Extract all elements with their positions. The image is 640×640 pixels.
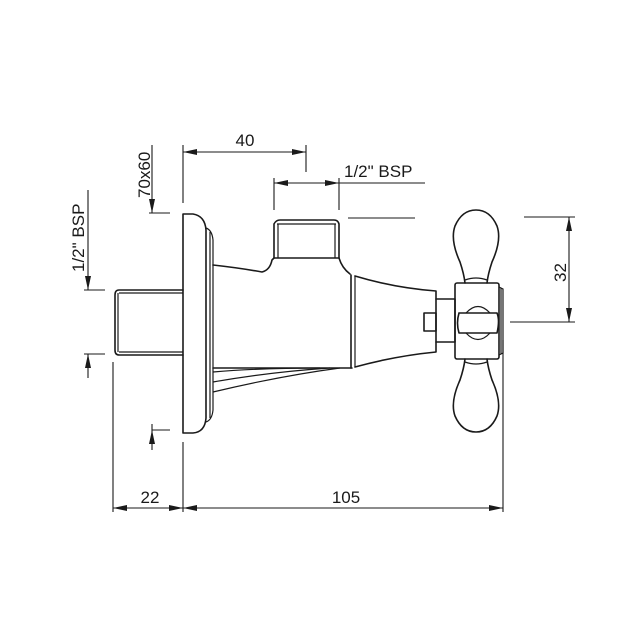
dim-plate-size-label: 70x60 bbox=[135, 152, 154, 198]
inlet-pipe-stub bbox=[114, 289, 184, 356]
valve-part bbox=[114, 209, 504, 434]
dim-outlet-thread: 1/2" BSP bbox=[273, 162, 425, 219]
wall-plate bbox=[182, 213, 214, 434]
cross-handle bbox=[452, 209, 504, 433]
dim-plate-size: 70x60 bbox=[135, 145, 170, 450]
handle-top-knob bbox=[452, 209, 500, 284]
valve-bonnet-cone bbox=[354, 275, 456, 368]
dim-total-depth-label: 105 bbox=[332, 488, 360, 507]
dimension-annotations: 40 1/2" BSP 70x60 bbox=[69, 131, 575, 512]
dim-inlet-thread-label: 1/2" BSP bbox=[69, 204, 88, 272]
dim-inlet-length-label: 22 bbox=[141, 488, 160, 507]
dim-inlet-thread: 1/2" BSP bbox=[69, 190, 105, 378]
dim-handle-height-label: 32 bbox=[551, 263, 570, 282]
dim-outlet-thread-label: 1/2" BSP bbox=[344, 162, 412, 181]
dim-outlet-distance: 40 bbox=[182, 131, 307, 203]
valve-body bbox=[212, 257, 356, 393]
outlet-nipple bbox=[273, 219, 340, 259]
dim-handle-height: 32 bbox=[510, 216, 575, 323]
dim-outlet-distance-label: 40 bbox=[236, 131, 255, 150]
handle-bottom-knob bbox=[452, 358, 500, 433]
dim-bottom-chain: 22 105 bbox=[112, 340, 504, 512]
